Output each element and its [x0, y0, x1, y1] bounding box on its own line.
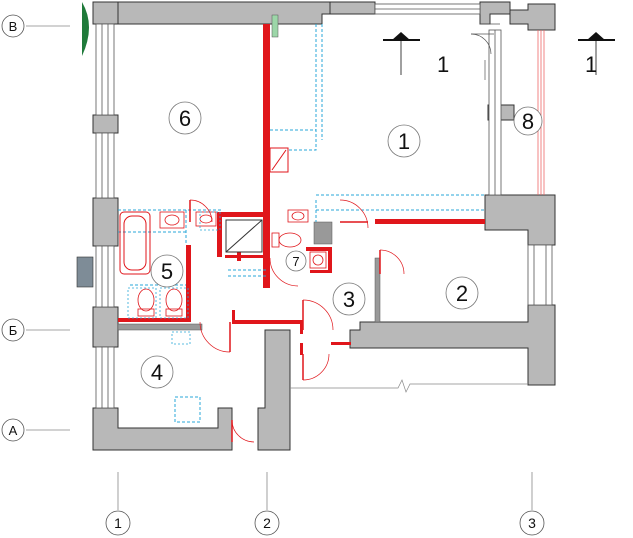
- axis-bubble-row-v: В: [1, 14, 25, 38]
- axis-bubble-col-1: 1: [105, 510, 131, 536]
- thin-partitions: [117, 14, 381, 331]
- room-label-3: 3: [332, 282, 366, 316]
- axis-bubble-col-3: 3: [519, 510, 545, 536]
- axis-label-col-3: 3: [528, 515, 536, 531]
- axis-lines: [26, 25, 533, 510]
- svg-text:4: 4: [151, 360, 163, 385]
- room-label-7: 7: [285, 250, 307, 272]
- svg-text:1: 1: [398, 129, 410, 154]
- green-column: [82, 2, 89, 56]
- section-mark-2: 1: [578, 32, 615, 77]
- axis-bubble-row-b: Б: [1, 318, 25, 342]
- toilets: [137, 232, 302, 317]
- room-label-2: 2: [445, 276, 479, 310]
- axis-bubble-col-2: 2: [254, 510, 280, 536]
- svg-text:5: 5: [161, 259, 173, 284]
- axis-label-row-v: В: [9, 19, 18, 34]
- new-partitions: [118, 24, 485, 355]
- blue-column: [76, 256, 94, 288]
- axis-label-row-b: Б: [9, 323, 18, 338]
- svg-text:8: 8: [522, 109, 534, 134]
- room-label-5: 5: [150, 254, 184, 288]
- section-mark-label: 1: [437, 52, 449, 77]
- electric-panel: [269, 147, 289, 173]
- axis-label-row-a: А: [9, 423, 18, 438]
- axis-bubble-row-a: А: [1, 418, 25, 442]
- stair-boundary: [290, 379, 528, 393]
- windows: [95, 3, 553, 409]
- bathtub: [119, 211, 151, 275]
- bearing-walls: [92, 1, 556, 451]
- section-mark-1: 1: [383, 32, 449, 77]
- shaft: [225, 219, 263, 253]
- section-mark-label: 1: [585, 52, 597, 77]
- door-leaves: [189, 200, 381, 442]
- axis-label-col-2: 2: [263, 515, 271, 531]
- room-label-1: 1: [387, 124, 421, 158]
- balcony-door: [470, 23, 500, 80]
- axis-label-col-1: 1: [114, 515, 122, 531]
- dashed-lines: [118, 24, 485, 423]
- svg-text:2: 2: [456, 281, 468, 306]
- room-label-8: 8: [513, 106, 543, 136]
- svg-text:6: 6: [179, 106, 191, 131]
- room-label-4: 4: [140, 355, 174, 389]
- svg-text:3: 3: [343, 287, 355, 312]
- door-swings: [189, 199, 405, 443]
- room-label-6: 6: [168, 101, 202, 135]
- svg-text:7: 7: [292, 254, 299, 269]
